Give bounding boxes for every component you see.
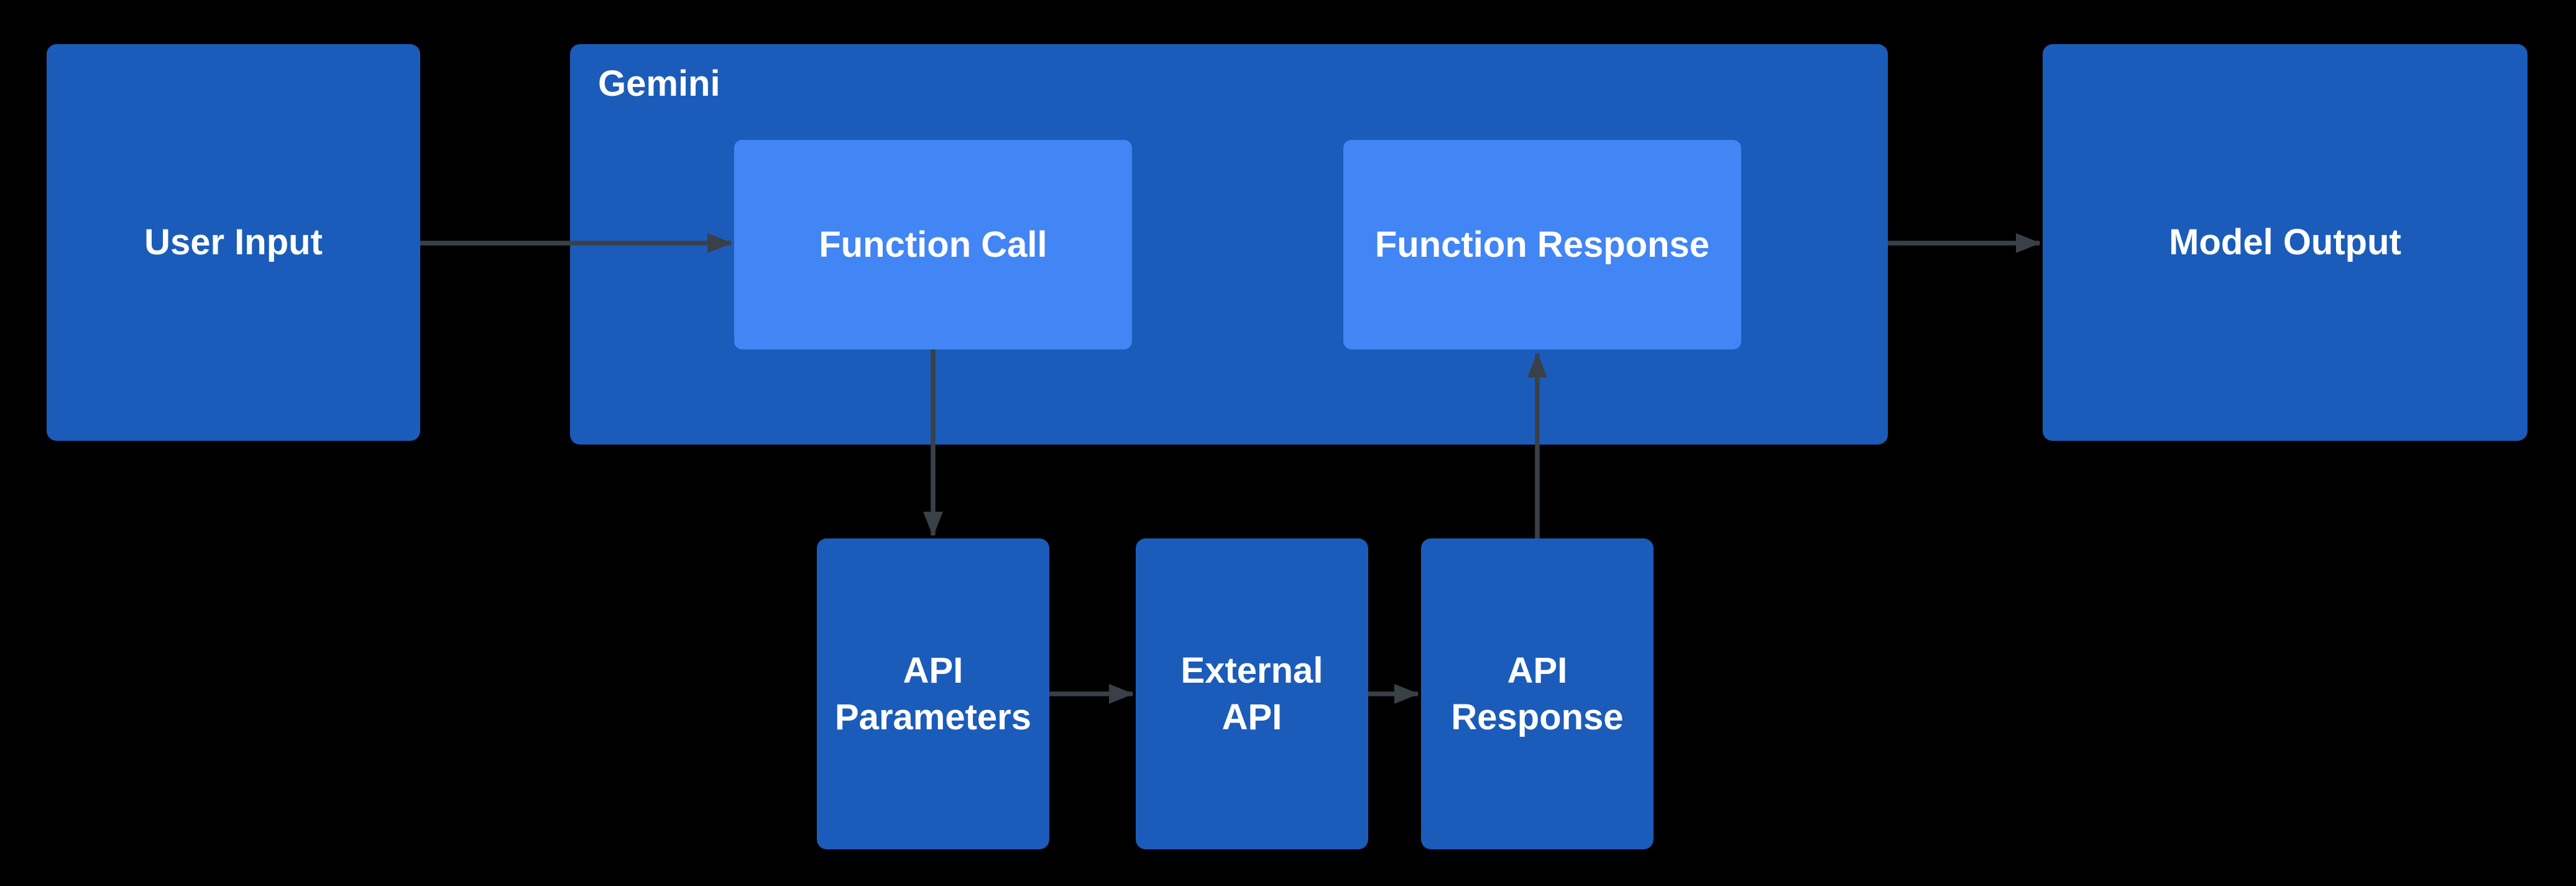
container-gemini: Gemini Function Call Function Response <box>570 44 1888 445</box>
node-api-response: API Response <box>1421 538 1654 849</box>
node-external-api-label: External API <box>1180 650 1323 737</box>
node-user-input-label: User Input <box>144 222 323 263</box>
node-user-input: User Input <box>47 44 420 441</box>
node-api-response-label: API Response <box>1451 650 1624 737</box>
node-api-parameters-label: API Parameters <box>835 650 1031 737</box>
node-api-parameters: API Parameters <box>817 538 1049 849</box>
node-model-output: Model Output <box>2043 44 2528 441</box>
node-external-api: External API <box>1136 538 1368 849</box>
node-function-response: Function Response <box>1343 140 1741 349</box>
container-gemini-label: Gemini <box>598 63 720 104</box>
node-function-call: Function Call <box>734 140 1132 349</box>
node-function-response-label: Function Response <box>1374 224 1710 265</box>
node-function-call-label: Function Call <box>819 224 1047 265</box>
node-model-output-label: Model Output <box>2169 222 2401 263</box>
